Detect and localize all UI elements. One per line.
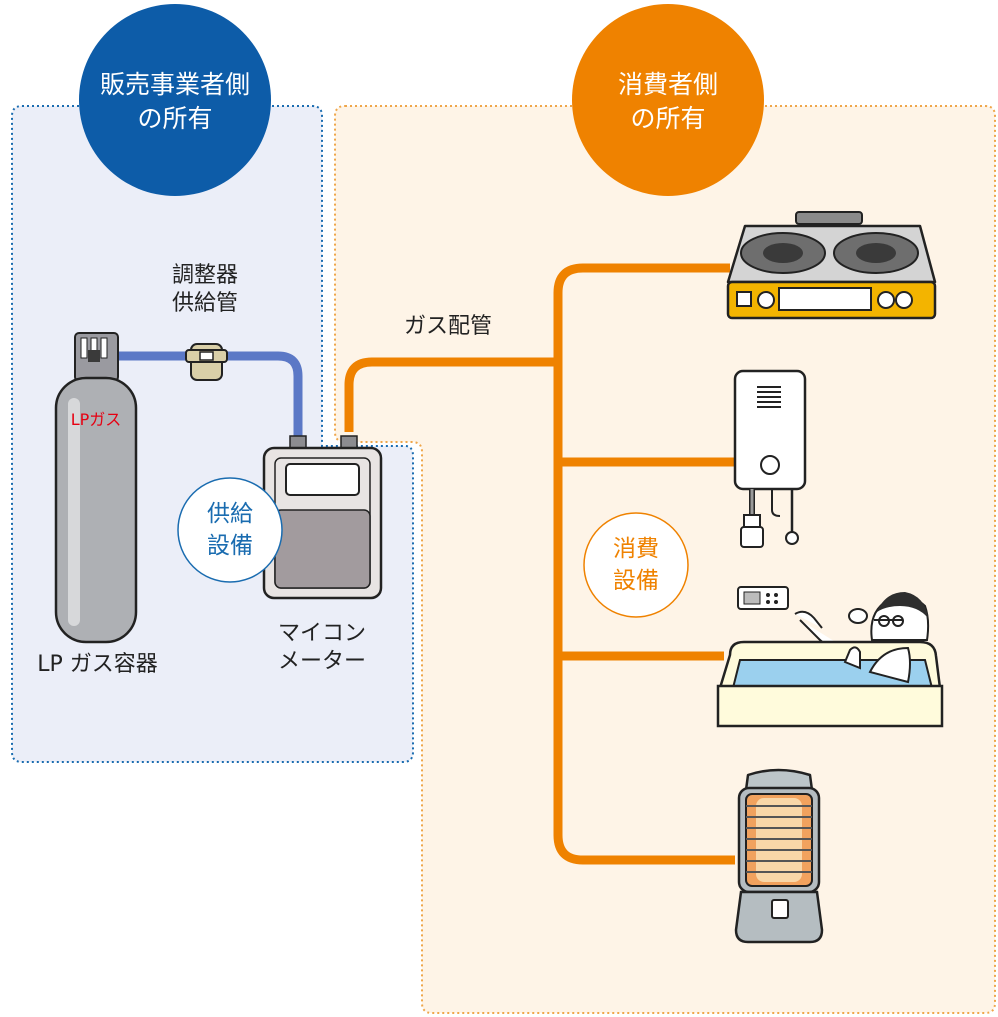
consume-equipment-label: 消費 設備 (586, 533, 686, 597)
consumer-label-line1: 消費者側 (617, 70, 718, 99)
supplier-label-line2: の所有 (137, 104, 213, 133)
consumer-ownership-label: 消費者側 の所有 (588, 68, 748, 136)
supply-equipment-circle (177, 477, 283, 583)
micom-meter-icon (262, 446, 383, 600)
meter-label: マイコン メーター (262, 620, 382, 676)
gas-stove-icon (726, 211, 937, 320)
gas-piping-label: ガス配管 (403, 314, 492, 339)
consume-equipment-circle (583, 512, 689, 618)
regulator-icon (185, 343, 228, 381)
supply-eq-line2: 設備 (207, 533, 253, 559)
cylinder-text: LPガス (70, 410, 122, 429)
consumer-ownership-circle (572, 4, 764, 196)
supplier-label-line1: 販売事業者側 (99, 70, 250, 99)
gas-heater-icon (734, 768, 824, 944)
regulator-label-line2: 供給管 (171, 291, 238, 316)
consumer-label-line2: の所有 (630, 104, 706, 133)
supplier-ownership-circle (79, 4, 271, 196)
meter-label-line2: メーター (277, 649, 366, 674)
supplier-ownership-label: 販売事業者側 の所有 (95, 68, 255, 136)
regulator-label: 調整器 供給管 (155, 262, 255, 318)
supply-pipe (95, 351, 303, 440)
gas-piping (344, 263, 735, 865)
supply-eq-line1: 供給 (207, 501, 253, 527)
consume-eq-line2: 設備 (613, 568, 659, 594)
supply-equipment-label: 供給 設備 (180, 498, 280, 562)
bathtub-person-icon (716, 586, 944, 728)
lp-gas-cylinder-icon (54, 332, 138, 644)
regulator-label-line1: 調整器 (171, 263, 238, 288)
water-heater-icon (733, 369, 807, 548)
consume-eq-line1: 消費 (613, 536, 659, 562)
cylinder-name-label: LP ガス容器 (37, 652, 158, 677)
meter-label-line1: マイコン (277, 621, 366, 646)
